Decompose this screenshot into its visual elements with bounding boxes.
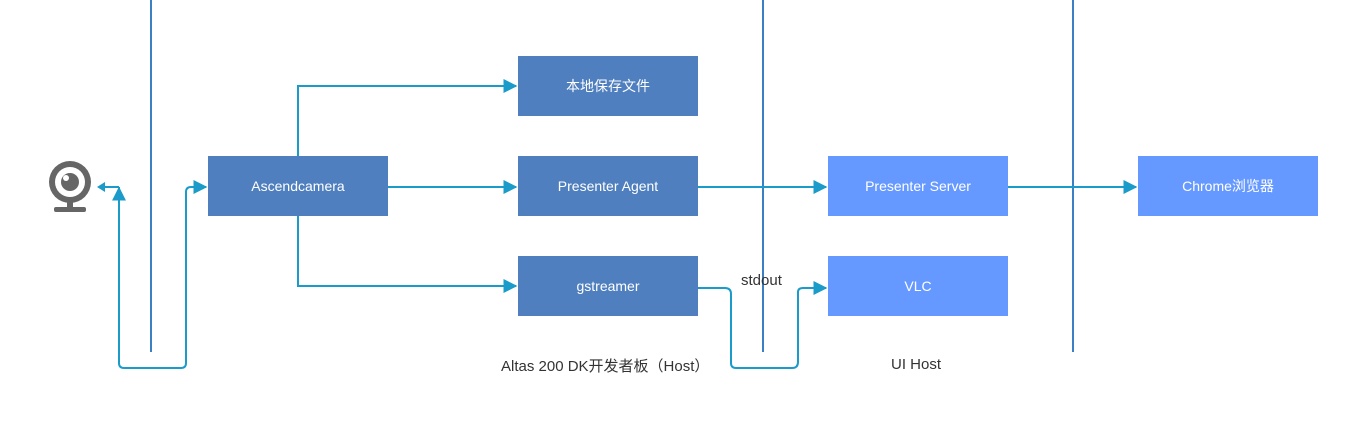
- chrome-browser-label: Chrome浏览器: [1182, 178, 1274, 194]
- arrowhead-camera: [97, 182, 105, 192]
- gstreamer-label: gstreamer: [576, 278, 640, 294]
- stdout-label: stdout: [741, 272, 782, 289]
- ascendcamera-node: Ascendcamera: [208, 156, 388, 216]
- arrow-camera-to-ascendcamera: [118, 180, 208, 369]
- local-file-label: 本地保存文件: [566, 78, 650, 94]
- ui-host-zone-label: UI Host: [891, 356, 942, 373]
- presenter-server-label: Presenter Server: [865, 178, 971, 194]
- arrow-gstreamer-to-vlc: [698, 281, 828, 369]
- arrow-ascendcamera-to-gstreamer: [297, 216, 518, 293]
- presenter-server-node: Presenter Server: [828, 156, 1008, 216]
- local-file-node: 本地保存文件: [518, 56, 698, 116]
- presenter-agent-node: Presenter Agent: [518, 156, 698, 216]
- board-zone-label: Altas 200 DK开发者板（Host）: [501, 358, 710, 375]
- chrome-browser-node: Chrome浏览器: [1138, 156, 1318, 216]
- ascendcamera-label: Ascendcamera: [251, 178, 345, 194]
- vlc-label: VLC: [904, 278, 932, 294]
- presenter-agent-label: Presenter Agent: [557, 178, 659, 194]
- gstreamer-node: gstreamer: [518, 256, 698, 316]
- vlc-node: VLC: [828, 256, 1008, 316]
- arrow-ascendcamera-to-local-file: [297, 79, 518, 156]
- webcam-icon: [49, 161, 91, 212]
